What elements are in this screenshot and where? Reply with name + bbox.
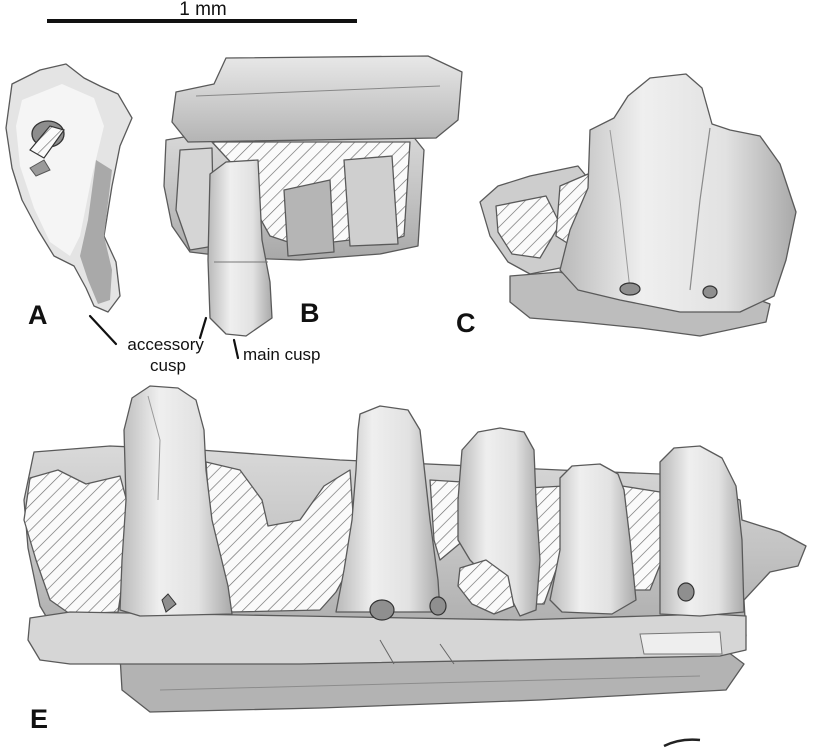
accessory-cusp-label-line1: accessory (127, 335, 204, 354)
scale-bar-label: 1 mm (179, 0, 227, 20)
panel-a-label: A (28, 300, 48, 330)
panel-e-drawing (23, 385, 807, 713)
main-cusp-label: main cusp (243, 345, 320, 364)
panel-b-drawing (163, 55, 463, 337)
scale-bar: 1 mm (47, 0, 357, 23)
accessory-cusp-label: accessory cusp (127, 335, 208, 375)
accessory-cusp-label-line2: cusp (150, 356, 186, 375)
panel-c-drawing (479, 73, 797, 337)
accessory-cusp-leader-left (88, 314, 118, 346)
main-cusp-leader (232, 338, 240, 360)
accessory-cusp-leader-right (198, 316, 208, 340)
panel-c-label: C (456, 308, 476, 338)
panel-e-label: E (30, 704, 48, 734)
stray-stroke (663, 738, 701, 748)
panel-a-drawing (5, 63, 133, 313)
panel-b-label: B (300, 298, 320, 328)
